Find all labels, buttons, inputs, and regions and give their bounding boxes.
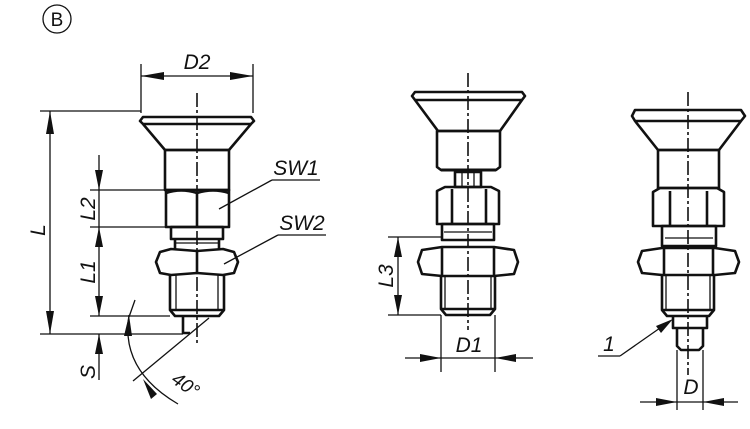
angle-ext-line	[132, 317, 210, 382]
dim-l2: L2	[77, 197, 100, 221]
dim-d1: D1	[456, 334, 483, 357]
l2-arrow	[95, 170, 103, 190]
thread-body	[660, 275, 716, 318]
l1-arrow-top	[95, 227, 103, 247]
sw1-leader	[218, 179, 273, 210]
callout-sw1: SW1	[273, 157, 319, 180]
hex-sw1	[435, 185, 501, 226]
hex-sw1	[651, 186, 726, 228]
dim-l1: L1	[77, 260, 100, 283]
view-label-text: B	[51, 10, 64, 31]
d1-arrow-right	[495, 354, 516, 362]
view-1-part	[138, 93, 256, 343]
angle-tick	[128, 299, 136, 318]
pin-extended	[675, 328, 705, 352]
lock-nut	[416, 245, 520, 278]
item1-arrow	[656, 319, 673, 333]
pin-tip	[181, 316, 190, 335]
view-3-dimensions: 1 D	[598, 319, 738, 410]
neck	[440, 222, 496, 242]
view-1-dimensions: D2 L L2 L1 S 40° SW1	[27, 51, 326, 405]
d-arrow-right	[703, 398, 724, 406]
view-3-part	[630, 92, 747, 375]
callout-sw2: SW2	[279, 212, 325, 235]
view-label-circle	[42, 4, 72, 34]
angle-arrow-bottom	[143, 379, 157, 399]
dim-s: S	[77, 365, 100, 379]
l-arrow-bottom	[46, 311, 54, 334]
s-arrow	[95, 334, 103, 354]
view-2-dimensions: L3 D1	[375, 236, 533, 372]
d-arrow-left	[656, 398, 677, 406]
lock-nut	[636, 246, 741, 277]
dim-d: D	[683, 376, 698, 399]
l-arrow-top	[46, 111, 54, 134]
view-label: B	[42, 4, 72, 34]
callout-item-1: 1	[603, 333, 615, 356]
l1-arrow-bottom	[95, 296, 103, 316]
pin-collar	[671, 316, 709, 330]
l3-arrow-bottom	[394, 295, 402, 315]
sw2-leader	[223, 234, 279, 265]
view-2-part	[410, 73, 527, 330]
d2-arrow-right	[230, 72, 253, 80]
neck	[169, 225, 225, 241]
d1-arrow-left	[420, 354, 441, 362]
angle-arrow-top	[124, 315, 132, 336]
l3-arrow-top	[394, 237, 402, 257]
neck	[660, 224, 718, 248]
dim-angle: 40°	[167, 369, 203, 403]
dim-l3: L3	[375, 264, 398, 288]
dim-l: L	[27, 224, 50, 236]
thread-body	[439, 276, 497, 317]
d2-arrow-left	[141, 72, 164, 80]
thread-body	[168, 275, 226, 318]
dim-d2: D2	[184, 51, 211, 74]
